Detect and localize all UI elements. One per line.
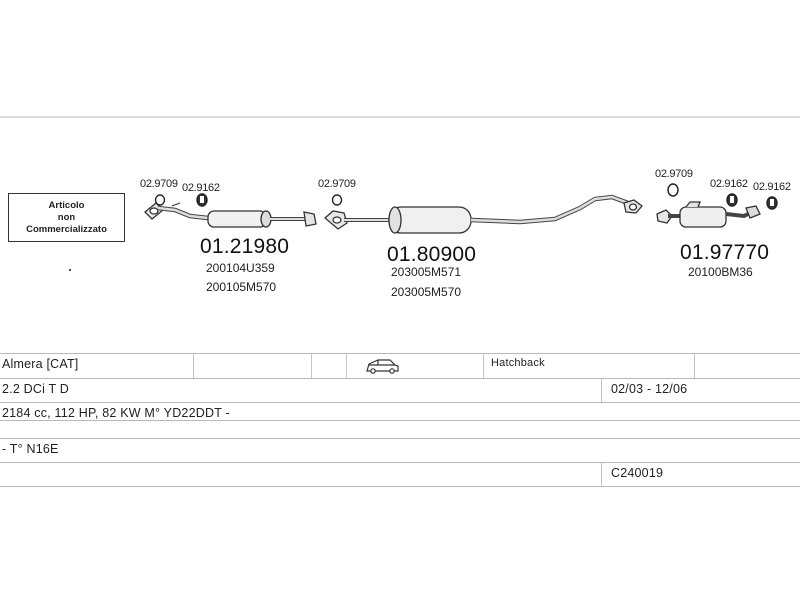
not-sold-notice: Articolo non Commercializzato [8,193,125,242]
part-number[interactable]: 01.97770 [680,241,770,264]
car-side-icon [366,359,399,374]
part-number[interactable]: 01.21980 [200,235,290,258]
fitting-code[interactable]: 02.9709 [140,178,178,190]
engine-specs: 2184 cc, 112 HP, 82 KW M° YD22DDT - [2,406,230,420]
fitting-code[interactable]: 02.9162 [710,178,748,190]
fitting-code[interactable]: 02.9709 [655,168,693,180]
part-reference: 203005M570 [391,285,462,299]
catalog-code: C240019 [611,466,664,480]
fitting-code[interactable]: 02.9162 [753,181,791,193]
part-reference: 203005M571 [391,265,462,279]
fitting-code[interactable]: 02.9709 [318,178,356,190]
rear-silencer-drawing [656,201,761,228]
gasket-icon [154,194,166,206]
type-code: - T° N16E [2,442,59,456]
part-reference: 200105M570 [206,280,277,294]
gasket-icon [667,183,679,197]
notice-line-2: non [57,211,76,223]
vehicle-model: Almera [CAT] [2,357,79,371]
fitting-code[interactable]: 02.9162 [182,182,220,194]
part-reference: 20100BM36 [688,265,753,279]
notice-line-1: Articolo [48,199,85,211]
gasket-icon [331,194,343,206]
part-reference: 200104U359 [206,261,275,275]
front-pipe-drawing [144,202,317,228]
part-number[interactable]: 01.80900 [387,243,477,266]
body-type: Hatchback [491,357,545,369]
production-dates: 02/03 - 12/06 [611,382,688,396]
engine-label: 2.2 DCi T D [2,382,70,396]
middle-pipe-drawing [324,194,643,234]
notice-line-3: Commercializzato [26,223,107,235]
